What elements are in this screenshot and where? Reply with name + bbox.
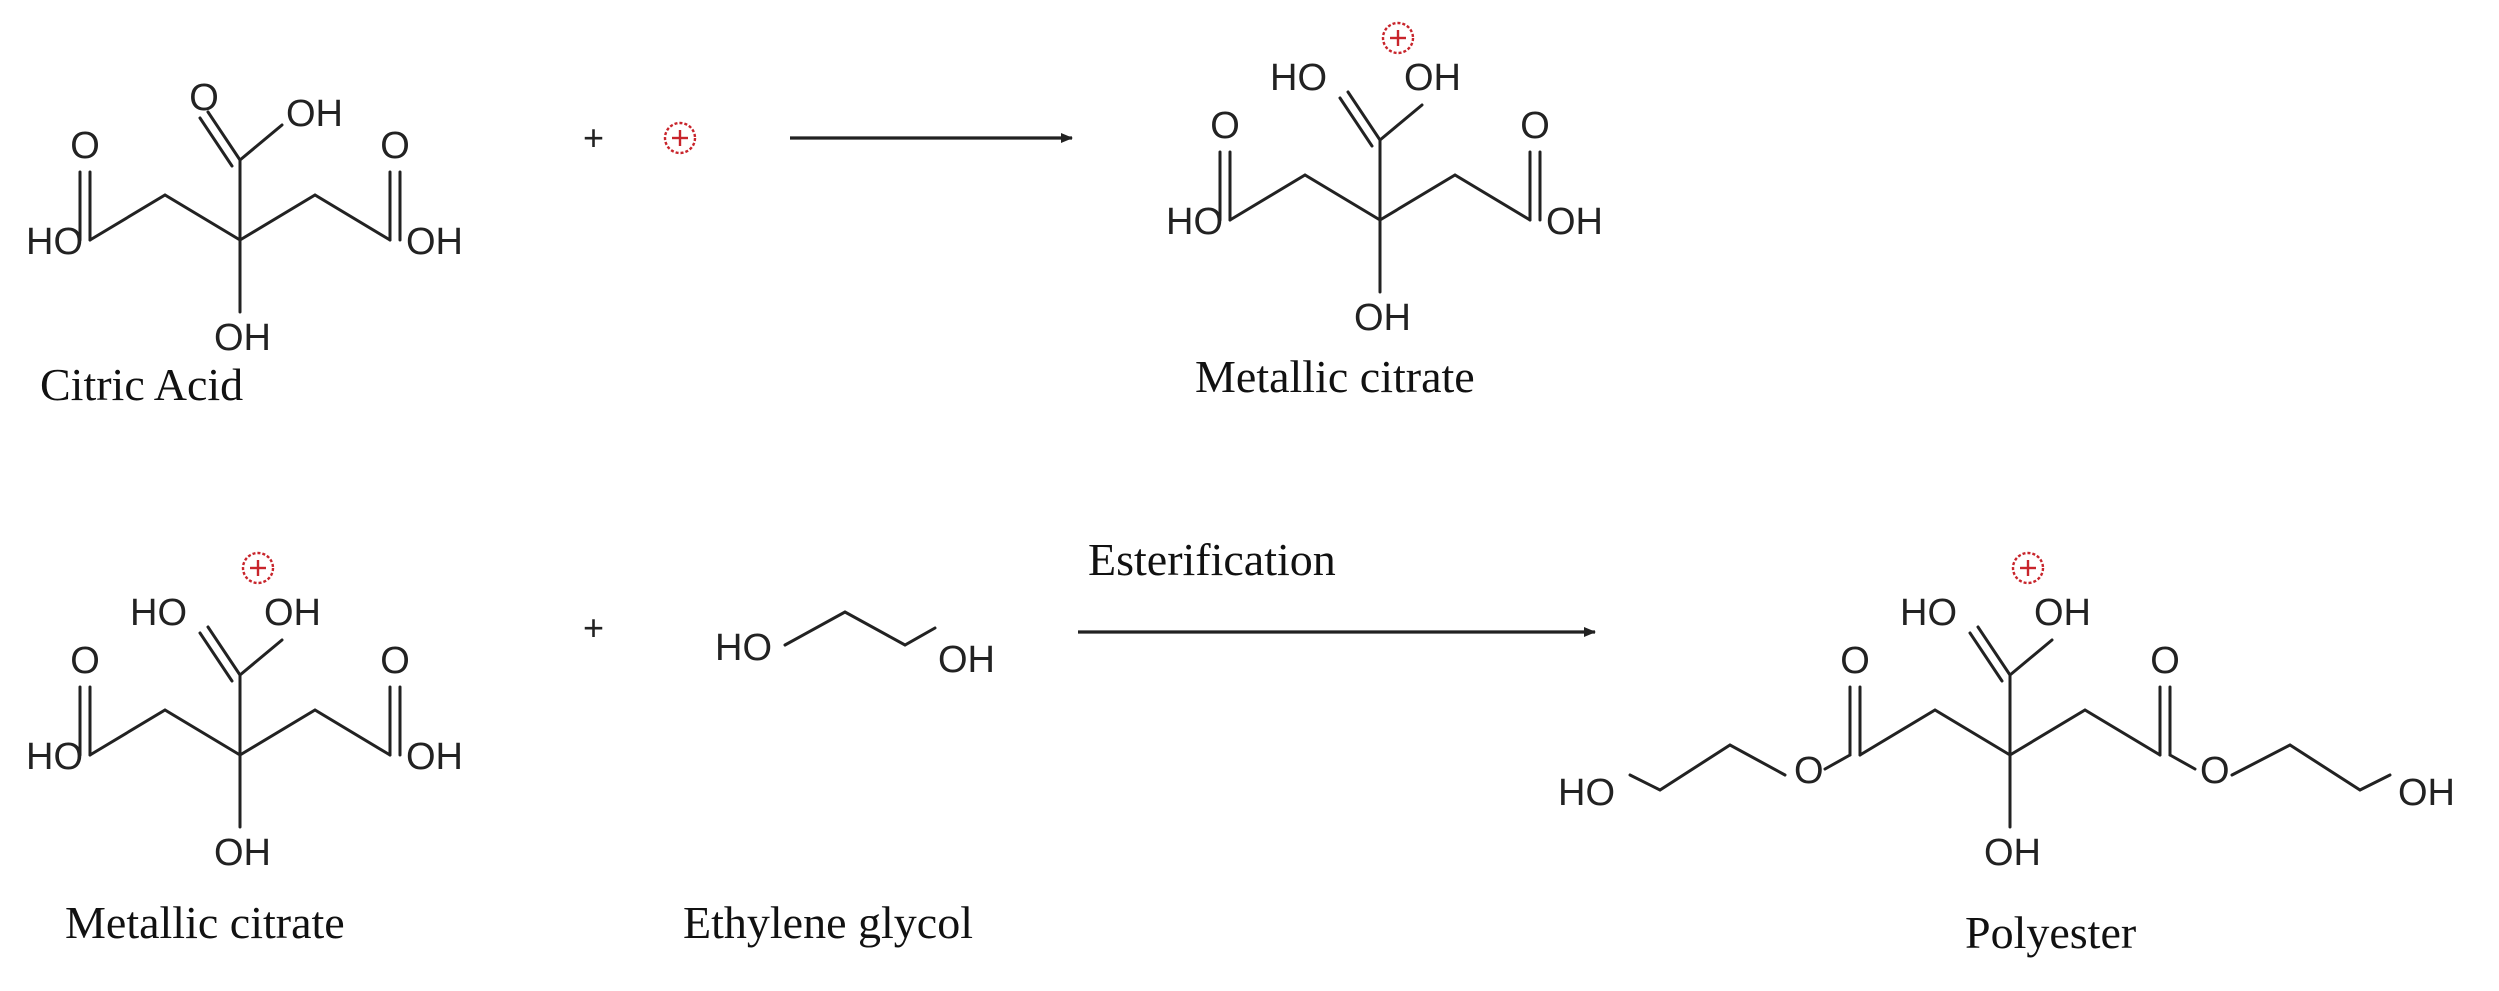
metallic-citrate-structure: O O HO OH HO OH OH: [1166, 57, 1603, 339]
polyester-structure: O O HO OH OH O HO O OH: [1558, 592, 2455, 874]
ethylene-glycol-structure: HO OH: [715, 610, 995, 681]
metal-cation-icon: [663, 121, 697, 155]
atom-label: OH: [2398, 772, 2455, 814]
atom-label: HO: [1900, 592, 1957, 634]
atom-label: O: [380, 125, 410, 167]
caption-polyester: Polyester: [1965, 907, 2136, 958]
atom-label: OH: [286, 93, 343, 135]
atom-label: O: [2150, 640, 2180, 682]
atom-label: OH: [1546, 201, 1603, 243]
atom-label: OH: [938, 639, 995, 681]
plus-sign: +: [583, 607, 604, 648]
atom-label: O: [1840, 640, 1870, 682]
atom-label: O: [2200, 750, 2230, 792]
atom-label: O: [70, 640, 100, 682]
caption-citric-acid: Citric Acid: [40, 359, 243, 410]
atom-label: HO: [715, 627, 772, 669]
caption-metallic-citrate-product: Metallic citrate: [1195, 351, 1475, 402]
atom-label: HO: [1270, 57, 1327, 99]
metal-cation-icon: [241, 551, 275, 585]
plus-sign: +: [583, 117, 604, 158]
atom-label: O: [1210, 105, 1240, 147]
atom-label: HO: [26, 736, 83, 778]
metallic-citrate-reactant-structure: O O HO OH HO OH OH: [26, 592, 463, 874]
metal-cation-icon: [2011, 551, 2045, 585]
atom-label: OH: [214, 832, 271, 874]
atom-label: HO: [1166, 201, 1223, 243]
atom-label: HO: [1558, 772, 1615, 814]
atom-label: O: [380, 640, 410, 682]
atom-label: OH: [406, 221, 463, 263]
atom-label: OH: [406, 736, 463, 778]
metal-cation-icon: [1381, 21, 1415, 55]
atom-label: O: [189, 77, 219, 119]
atom-label: OH: [1404, 57, 1461, 99]
atom-label: OH: [264, 592, 321, 634]
atom-label: OH: [214, 317, 271, 359]
atom-label: OH: [1354, 297, 1411, 339]
atom-label: OH: [1984, 832, 2041, 874]
citric-acid-structure: O O O OH HO OH OH: [26, 77, 463, 359]
atom-label: O: [1520, 105, 1550, 147]
caption-metallic-citrate-reactant: Metallic citrate: [65, 897, 345, 948]
caption-ethylene-glycol: Ethylene glycol: [683, 897, 973, 948]
atom-label: HO: [26, 221, 83, 263]
atom-label: HO: [130, 592, 187, 634]
esterification-label: Esterification: [1088, 534, 1336, 585]
atom-label: O: [70, 125, 100, 167]
atom-label: O: [1794, 750, 1824, 792]
atom-label: OH: [2034, 592, 2091, 634]
